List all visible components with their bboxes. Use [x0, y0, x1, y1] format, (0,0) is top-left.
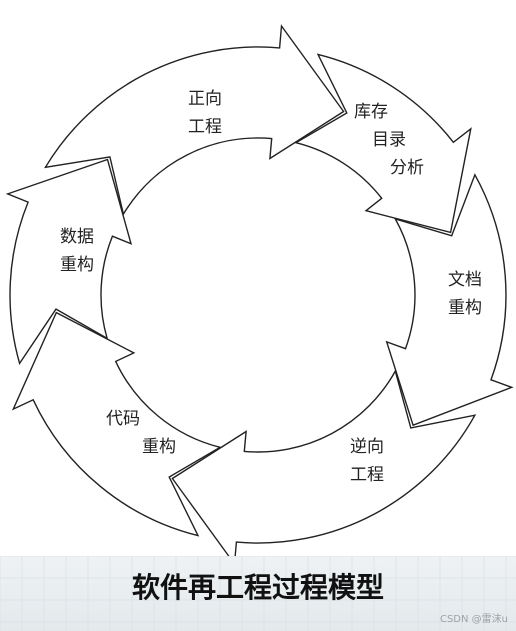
stage-label-reverse-engineering: 逆向工程	[350, 437, 384, 485]
stage-label-line: 逆向	[350, 437, 384, 457]
stage-label-line: 代码	[106, 409, 140, 429]
cycle-arrow-code-restructuring	[11, 311, 222, 537]
stage-label-line: 工程	[350, 465, 384, 485]
cycle-arrow-data-restructuring	[5, 158, 133, 366]
stage-label-document-restructuring: 文档重构	[448, 270, 482, 318]
cycle-arrow-inventory-analysis	[294, 53, 472, 234]
stage-label-line: 库存	[354, 102, 388, 122]
stage-label-line: 数据	[60, 227, 94, 247]
stage-label-line: 目录	[372, 130, 406, 150]
stage-label-line: 正向	[188, 89, 222, 109]
stage-label-line: 工程	[188, 117, 222, 137]
stage-label-forward-engineering: 正向工程	[188, 89, 222, 137]
stage-label-inventory-analysis: 库存目录分析	[354, 102, 424, 178]
stage-label-line: 文档	[448, 270, 482, 290]
stage-label-code-restructuring: 代码重构	[106, 409, 176, 457]
source-watermark: CSDN @雷沫u	[439, 614, 508, 625]
cycle-arrow-forward-engineering	[44, 24, 345, 216]
stage-label-line: 重构	[448, 298, 482, 318]
diagram-caption: 软件再工程过程模型	[131, 571, 384, 604]
stage-label-line: 重构	[60, 255, 94, 275]
cycle-arrow-document-restructuring	[385, 173, 514, 427]
stage-label-line: 重构	[142, 437, 176, 457]
banner-pattern	[0, 556, 516, 631]
cycle-arrows	[5, 24, 514, 566]
caption-banner: 软件再工程过程模型 CSDN @雷沫u	[0, 556, 516, 631]
stage-label-data-restructuring: 数据重构	[60, 227, 94, 275]
stage-label-line: 分析	[390, 158, 424, 178]
